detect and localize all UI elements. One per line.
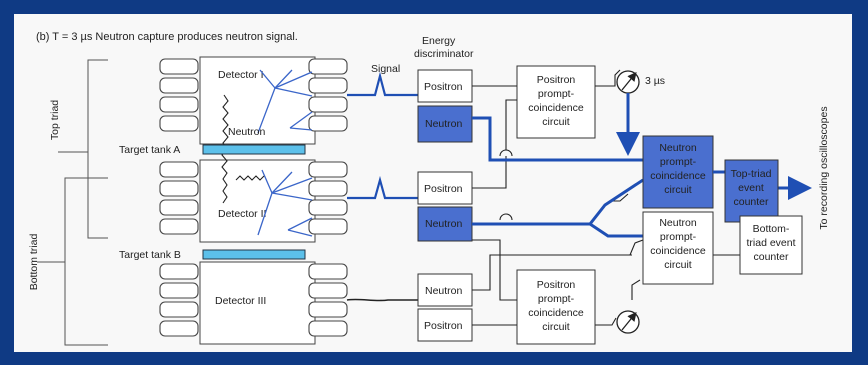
bc-l1: Bottom- [753,223,790,235]
bc-l2: triad event [746,237,795,249]
detector-3 [159,261,348,345]
disc-positron-1 [417,69,473,103]
triad-brackets [64,59,108,346]
nc-bot-l2: prompt- [660,231,697,243]
detector-2 [159,159,348,243]
pc-bot-l2: prompt- [538,293,575,305]
energy-discriminator-line2: discriminator [414,48,474,60]
disc-neutron-2 [417,206,473,242]
top-triad-label: Top triad [49,100,61,140]
disc-positron-1-label: Positron [424,81,463,93]
target-tank-a-label: Target tank A [119,144,180,156]
timer-top-needle [621,71,637,91]
pc-bot-l4: circuit [542,321,570,333]
nc-bot-l4: circuit [664,259,692,271]
disc-neutron-1 [417,105,473,143]
neutron-circuit-bottom [642,211,714,285]
detector-1 [159,56,348,145]
top-triad-counter [724,159,779,223]
target-tank-b-label: Target tank B [119,249,181,261]
detector-3-label: Detector III [215,295,266,307]
pc-top-l3: coincidence [528,102,584,114]
signal-wire-3 [346,298,418,302]
caption: (b) T = 3 µs Neutron capture produces ne… [36,31,298,43]
bottom-triad-counter [739,215,803,275]
neutron-wires [472,93,812,238]
oscilloscope-label: To recording oscilloscopes [818,106,830,229]
target-tank-b [202,249,306,260]
disc-positron-2 [417,171,473,205]
energy-discriminator-line1: Energy [422,35,456,47]
signal-label: Signal [371,63,400,75]
neutron-circuit-top [642,135,714,209]
delay-label: 3 µs [645,75,665,87]
disc-neutron-1-label: Neutron [425,118,463,130]
detector-1-label: Detector I [218,69,264,81]
pc-bot-l1: Positron [537,279,576,291]
bottom-triad-label: Bottom triad [28,234,40,291]
disc-positron-3-label: Positron [424,320,463,332]
positron-circuit-bottom [516,269,596,345]
pc-top-l4: circuit [542,116,570,128]
nc-top-l4: circuit [664,184,692,196]
pc-top-l1: Positron [537,74,576,86]
light-rays [257,69,313,237]
disc-neutron-2-label: Neutron [425,218,463,230]
tc-l2: event [738,182,764,194]
logic-wires [472,69,740,326]
target-tank-a [202,144,306,155]
signal-wires [347,71,418,200]
disc-positron-2-label: Positron [424,183,463,195]
nc-top-l3: coincidence [650,170,706,182]
tc-l3: counter [733,196,769,208]
neutron-label: Neutron [228,126,266,138]
nc-top-l2: prompt- [660,156,697,168]
bc-l3: counter [753,251,789,263]
crossovers [499,149,513,221]
timer-bottom-needle [621,311,637,331]
disc-neutron-3-label: Neutron [425,285,463,297]
tc-l1: Top-triad [731,168,772,180]
detector-2-label: Detector II [218,208,266,220]
nc-top-l1: Neutron [659,142,697,154]
pc-bot-l3: coincidence [528,307,584,319]
positron-circuit-top [516,65,596,139]
nc-bot-l1: Neutron [659,217,697,229]
pc-top-l2: prompt- [538,88,575,100]
nc-bot-l3: coincidence [650,245,706,257]
disc-positron-3 [417,308,473,342]
